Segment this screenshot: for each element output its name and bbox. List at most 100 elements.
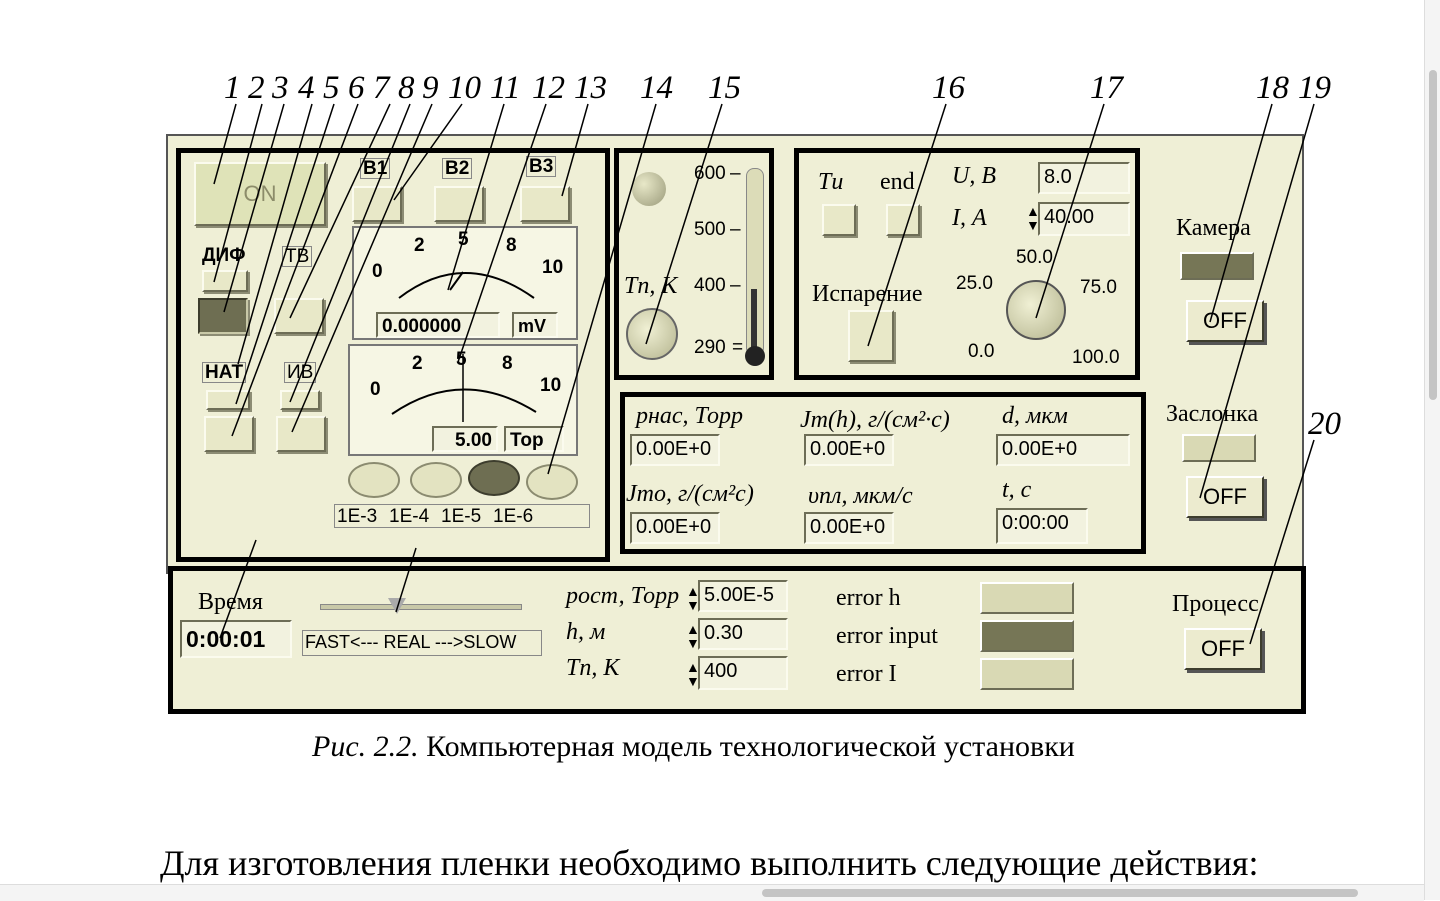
temp-scale-dash: – — [730, 219, 741, 240]
range-button-1e4[interactable] — [410, 462, 462, 498]
i-stepper[interactable]: ▲▼ — [1026, 203, 1040, 233]
pressure-meter-scale — [391, 354, 537, 422]
range-label: 1E-4 — [389, 506, 430, 527]
p-sat-field: 0.00E+0 — [630, 434, 720, 466]
callout-12: 12 — [532, 70, 565, 106]
d-label: d, мкм — [1002, 403, 1068, 429]
error-i-label: error I — [836, 661, 897, 687]
error-i-indicator — [980, 658, 1074, 690]
left-block — [176, 148, 610, 562]
temperature-knob[interactable] — [626, 308, 678, 360]
shutter-label: Заслонка — [1166, 401, 1259, 427]
v-label: υпл, мкм/с — [808, 483, 913, 509]
callout-9: 9 — [422, 70, 439, 106]
callout-1: 1 — [224, 70, 241, 106]
dial-tick: 100.0 — [1072, 347, 1120, 368]
ti-label: Tи — [818, 169, 844, 195]
callout-8: 8 — [398, 70, 415, 106]
v-field: 0.00E+0 — [804, 512, 894, 544]
heater-lamp — [632, 172, 666, 206]
temperature-block — [614, 148, 774, 380]
evaporation-label: Испарение — [812, 281, 923, 307]
temp-scale-label: 290 — [694, 337, 726, 358]
voltmeter: 0 2 5 8 10 0.000000 mV — [352, 226, 578, 340]
callout-15: 15 — [708, 70, 741, 106]
callout-2: 2 — [248, 70, 265, 106]
p-ost-field[interactable]: 5.00E-5 — [698, 580, 788, 612]
meter1-tick: 0 — [372, 261, 383, 282]
range-button-1e6[interactable] — [526, 464, 578, 500]
range-labels: 1E-3 1E-4 1E-5 1E-6 — [334, 504, 590, 528]
iv-button[interactable] — [276, 416, 326, 452]
pressure-meter: 0 2 5 8 10 5.00 Тор — [348, 344, 578, 456]
evaporation-button[interactable] — [848, 310, 894, 362]
range-label: 1E-3 — [337, 506, 378, 527]
camera-indicator — [1180, 252, 1254, 280]
b2-button[interactable] — [434, 186, 484, 222]
h-label: h, м — [566, 619, 606, 645]
nat-button[interactable] — [204, 416, 254, 452]
callout-3: 3 — [272, 70, 289, 106]
range-button-1e3[interactable] — [348, 462, 400, 498]
tp-stepper[interactable]: ▲▼ — [686, 659, 700, 689]
tp-field[interactable]: 400 — [698, 656, 788, 690]
tp-bottom-label: Tп, К — [566, 655, 620, 681]
end-button[interactable] — [886, 204, 920, 236]
temp-scale-dash: – — [730, 163, 741, 184]
callout-7: 7 — [373, 70, 390, 106]
meter1-tick: 2 — [414, 235, 425, 256]
shutter-off-button[interactable]: OFF — [1186, 476, 1264, 518]
bottom-block — [168, 566, 1306, 714]
error-h-indicator — [980, 582, 1074, 614]
ti-button[interactable] — [822, 204, 856, 236]
label-iv: ИВ — [284, 362, 317, 383]
b3-button[interactable] — [520, 186, 570, 222]
callout-5: 5 — [323, 70, 340, 106]
speed-labels: FAST<--- REAL --->SLOW — [302, 630, 542, 656]
speed-label: FAST<--- REAL --->SLOW — [305, 632, 517, 652]
callout-14: 14 — [640, 70, 673, 106]
vertical-scroll-thumb[interactable] — [1429, 70, 1437, 400]
current-dial[interactable] — [1006, 280, 1066, 340]
body-paragraph: Для изготовления пленки необходимо выпол… — [160, 843, 1259, 883]
meter2-tick: 8 — [502, 353, 513, 374]
error-input-label: error input — [836, 623, 938, 649]
temp-scale-label: 500 — [694, 219, 726, 240]
temp-scale-label: 400 — [694, 275, 726, 296]
caption-prefix: Рис. 2.2. — [312, 730, 419, 763]
evaporation-block — [794, 148, 1140, 380]
voltmeter-scale — [398, 271, 535, 299]
t-label: t, с — [1002, 477, 1032, 503]
u-label: U, В — [952, 163, 996, 189]
callout-4: 4 — [298, 70, 315, 106]
readings-block — [620, 392, 1146, 554]
dial-tick: 50.0 — [1016, 247, 1053, 268]
process-off-button[interactable]: OFF — [1184, 628, 1262, 670]
horizontal-scroll-thumb[interactable] — [762, 889, 1358, 897]
callout-19: 19 — [1298, 70, 1331, 106]
meter2-unit: Тор — [504, 426, 564, 452]
callout-10: 10 — [448, 70, 481, 106]
temp-scale-dash: – — [730, 275, 741, 296]
label-dif: ДИФ — [202, 245, 246, 266]
callout-20: 20 — [1308, 406, 1341, 442]
label-tv: ТВ — [282, 246, 313, 267]
h-field[interactable]: 0.30 — [698, 618, 788, 650]
vertical-scrollbar[interactable] — [1424, 0, 1440, 900]
callout-6: 6 — [348, 70, 365, 106]
horizontal-scrollbar[interactable] — [0, 884, 1424, 901]
meter1-tick: 8 — [506, 235, 517, 256]
h-stepper[interactable]: ▲▼ — [686, 621, 700, 651]
dial-tick: 25.0 — [956, 273, 993, 294]
shutter-indicator — [1182, 434, 1256, 462]
speed-slider[interactable] — [314, 598, 526, 616]
camera-off-button[interactable]: OFF — [1186, 300, 1264, 342]
range-button-1e5[interactable] — [468, 460, 520, 496]
slider-thumb[interactable] — [388, 598, 406, 614]
meter1-value: 0.000000 — [376, 312, 500, 338]
label-b3: В3 — [526, 156, 557, 177]
p-ost-stepper[interactable]: ▲▼ — [686, 583, 700, 613]
i-field[interactable]: 40.00 — [1038, 202, 1130, 236]
jm-label: Jm(h), г/(см²·с) — [800, 407, 950, 433]
dif-button[interactable] — [198, 298, 248, 334]
